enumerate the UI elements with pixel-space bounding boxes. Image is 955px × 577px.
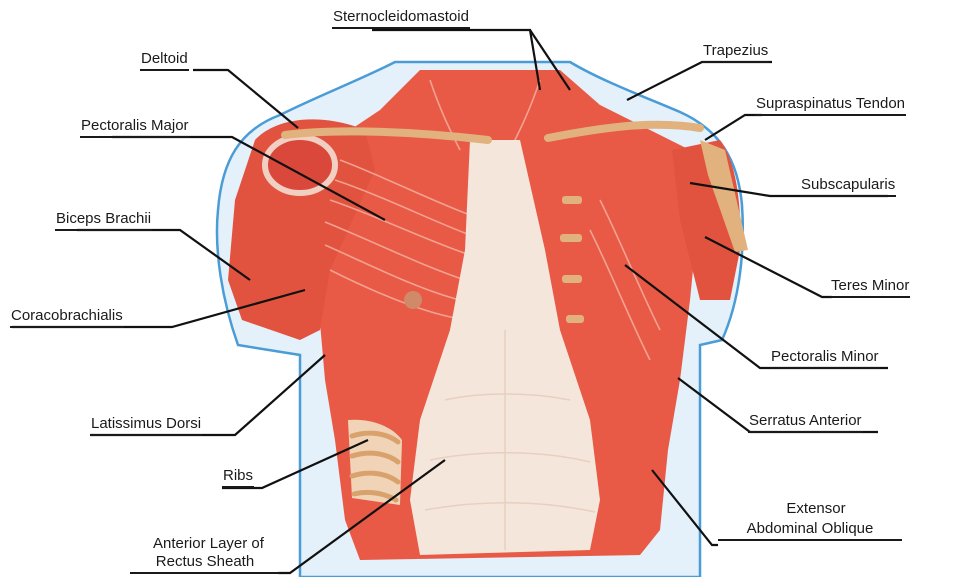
label-subscapularis: Subscapularis	[800, 176, 896, 197]
label-teres-minor: Teres Minor	[830, 277, 910, 298]
nipple	[404, 291, 422, 309]
label-trapezius: Trapezius	[702, 42, 769, 63]
label-coracobrachialis: Coracobrachialis	[10, 307, 124, 328]
label-sternocleidomastoid: Sternocleidomastoid	[332, 8, 470, 29]
label-extensor-line2: Abdominal Oblique	[718, 520, 902, 541]
label-latissimus-dorsi: Latissimus Dorsi	[90, 415, 202, 436]
label-ribs: Ribs	[222, 467, 254, 488]
label-extensor-line1: Extensor	[730, 500, 902, 519]
deltoid-curl	[265, 137, 335, 193]
label-supraspinatus-tendon: Supraspinatus Tendon	[755, 95, 906, 116]
label-pectoralis-minor: Pectoralis Minor	[770, 348, 880, 369]
label-deltoid: Deltoid	[140, 50, 189, 71]
label-rectus-line2: Rectus Sheath	[130, 553, 280, 574]
label-pectoralis-major: Pectoralis Major	[80, 117, 190, 138]
label-biceps-brachii: Biceps Brachii	[55, 210, 152, 231]
lower-ribs	[348, 420, 402, 505]
label-serratus-anterior: Serratus Anterior	[748, 412, 863, 433]
label-rectus-line1: Anterior Layer of	[130, 535, 287, 554]
